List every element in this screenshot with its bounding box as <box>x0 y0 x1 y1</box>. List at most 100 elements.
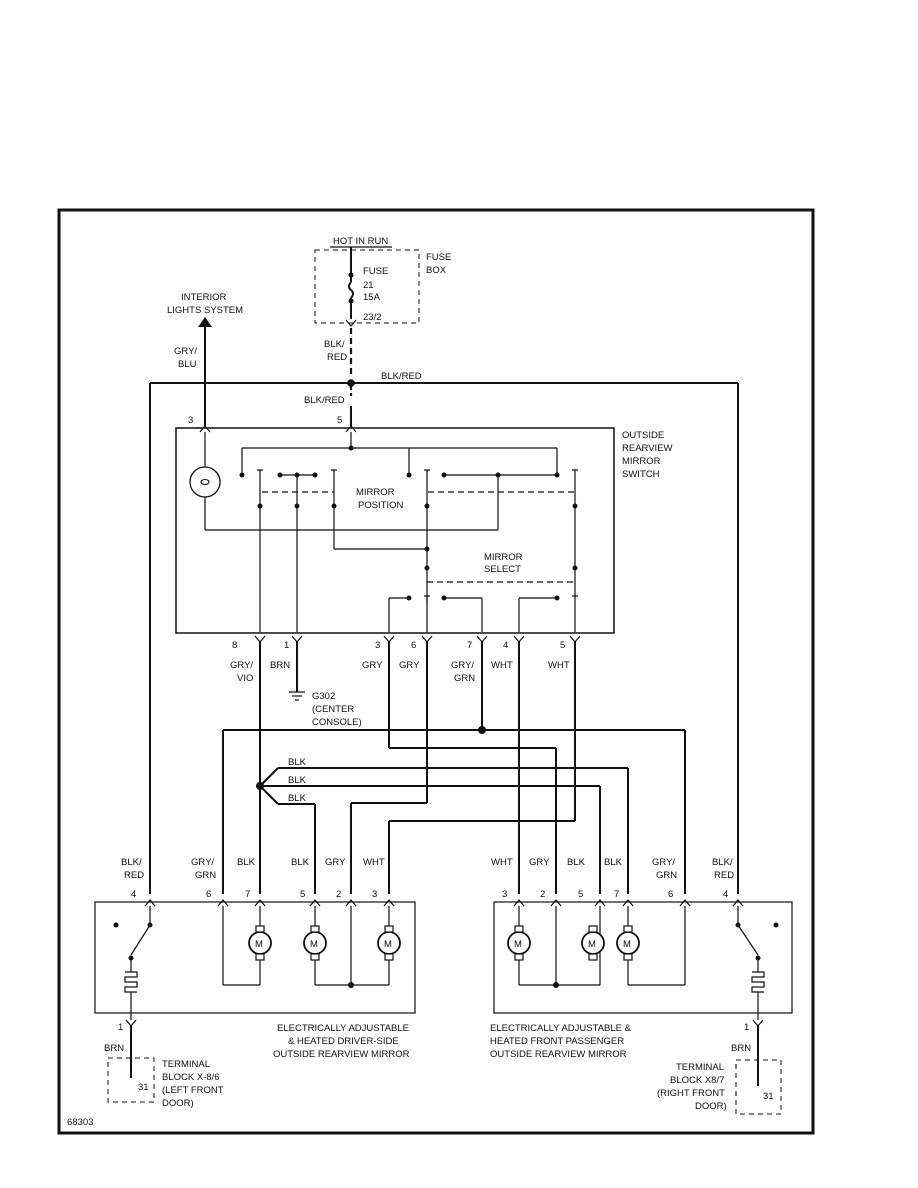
rm-wire-gry-grn: GRY/ <box>652 857 675 868</box>
switch-pin-3b: 3 <box>375 640 380 651</box>
left-mirror-label-2: & HEATED DRIVER-SIDE <box>288 1036 399 1047</box>
switch-pin-4: 4 <box>503 640 508 651</box>
rm-pin-3: 3 <box>502 889 507 900</box>
wire-label-brn: BRN <box>270 660 290 671</box>
mirror-position-label-2: POSITION <box>358 500 404 511</box>
lm-wire-gry-grn: GRY/ <box>191 857 214 868</box>
right-mirror-label-3: OUTSIDE REARVIEW MIRROR <box>490 1049 627 1060</box>
wire-label-wht-a: WHT <box>491 660 513 671</box>
wire-label-blk-1: BLK <box>288 757 307 768</box>
hot-in-run-label: HOT IN RUN <box>333 236 388 247</box>
harness-wires: BLK BLK BLK <box>149 383 739 894</box>
fuse-box-title-2: BOX <box>426 265 447 276</box>
motor-label: M <box>623 939 631 950</box>
ground-location-2: CONSOLE) <box>312 717 362 728</box>
left-terminal-label-2: BLOCK X-8/6 <box>162 1072 220 1083</box>
lm-wire-gry-grn-2: GRN <box>195 870 216 881</box>
fuse-number: 21 <box>363 280 374 291</box>
rm-wire-blk-b: BLK <box>604 857 623 868</box>
mirror-select-label-2: SELECT <box>484 564 521 575</box>
left-mirror: BLK/ RED GRY/ GRN BLK BLK GRY WHT 4 6 7 … <box>94 857 416 1109</box>
left-terminal-label-3: (LEFT FRONT <box>162 1085 224 1096</box>
fuse-box-pin: 23/2 <box>363 312 382 323</box>
fuse-box-outline <box>314 249 420 324</box>
motor-label: M <box>255 939 263 950</box>
right-mirror-label: ELECTRICALLY ADJUSTABLE & <box>490 1023 632 1034</box>
rm-wire-blk-red-2: RED <box>714 870 734 881</box>
switch-title-4: SWITCH <box>622 469 660 480</box>
left-terminal-label-4: DOOR) <box>162 1098 194 1109</box>
rm-ground-pin: 1 <box>744 1022 749 1033</box>
switch-pin-5b: 5 <box>560 640 565 651</box>
wire-label-blk-2: BLK <box>288 775 307 786</box>
right-mirror: WHT GRY BLK BLK GRY/ GRN BLK/ RED 3 2 5 … <box>490 857 793 1115</box>
switch-bottom-pins: 8 1 3 6 7 4 5 <box>232 635 581 651</box>
motor-icon: M <box>616 925 640 961</box>
rm-wire-blk-red: BLK/ <box>712 857 733 868</box>
wire-label-gry-blu: GRY/ <box>174 346 197 357</box>
switch-pin-7: 7 <box>467 640 472 651</box>
switch-pin-1: 1 <box>284 640 289 651</box>
ground-id: G302 <box>312 691 335 702</box>
lm-pin-6: 6 <box>206 889 211 900</box>
left-mirror-box <box>94 901 416 1014</box>
lm-ground-wire: BRN <box>104 1043 124 1054</box>
mirror-switch-box <box>175 427 615 634</box>
lm-pin-7: 7 <box>245 889 250 900</box>
ground-location: (CENTER <box>312 704 354 715</box>
motor-icon: M <box>303 925 327 961</box>
rm-wire-wht: WHT <box>491 857 513 868</box>
wire-label-gry-grn-2: GRN <box>454 673 475 684</box>
fuse-symbol <box>348 281 354 299</box>
right-mirror-box <box>493 901 793 1014</box>
motor-icon: M <box>377 925 401 961</box>
lm-wire-blk-red-2: RED <box>124 870 144 881</box>
wire-label-gry-vio: GRY/ <box>230 660 253 671</box>
wire-label-gry-grn: GRY/ <box>451 660 474 671</box>
right-terminal-label: TERMINAL <box>676 1062 724 1073</box>
lm-wire-blk-red: BLK/ <box>121 857 142 868</box>
right-terminal-block <box>735 1059 782 1115</box>
lm-wire-gry: GRY <box>325 857 346 868</box>
switch-internals: MIRROR POSITION MIRROR SELECT <box>189 432 578 632</box>
switch-pin-3: 3 <box>188 415 193 426</box>
figure-id: 68303 <box>67 1117 93 1128</box>
lm-wire-blk-b: BLK <box>291 857 310 868</box>
wire-label-gry-b: GRY <box>399 660 420 671</box>
left-terminal-label: TERMINAL <box>162 1059 210 1070</box>
rm-pin-6: 6 <box>668 889 673 900</box>
wire-label-blk-red-2: RED <box>327 352 347 363</box>
switch-title-3: MIRROR <box>622 456 661 467</box>
mirror-select-label: MIRROR <box>484 552 523 563</box>
rm-ground-wire: BRN <box>731 1043 751 1054</box>
wire-label-wht-b: WHT <box>548 660 570 671</box>
rm-wire-gry-grn-2: GRN <box>656 870 677 881</box>
motor-label: M <box>588 939 596 950</box>
lamp-icon <box>189 466 221 498</box>
fuse-box: HOT IN RUN FUSE BOX FUSE 21 15A 23/2 <box>314 236 451 327</box>
lm-pin-4: 4 <box>131 889 136 900</box>
wire-label-blk-3: BLK <box>288 793 307 804</box>
arrow-up-icon <box>198 317 212 327</box>
lm-pin-2: 2 <box>336 889 341 900</box>
wire-label-blk-red-switch: BLK/RED <box>304 395 345 406</box>
wire-label-blk-red-bus: BLK/RED <box>381 371 422 382</box>
lm-pin-3: 3 <box>372 889 377 900</box>
motor-label: M <box>310 939 318 950</box>
heater-element-icon <box>751 971 765 993</box>
motor-label: M <box>514 939 522 950</box>
rm-pin-2: 2 <box>540 889 545 900</box>
lm-pin-5: 5 <box>300 889 305 900</box>
switch-title: OUTSIDE <box>622 430 664 441</box>
rm-wire-blk-a: BLK <box>567 857 586 868</box>
left-terminal-pin: 31 <box>138 1082 149 1093</box>
right-terminal-label-3: (RIGHT FRONT <box>657 1088 725 1099</box>
fuse-label: FUSE <box>363 266 388 277</box>
wire-label-gry-vio-2: VIO <box>237 673 253 684</box>
rm-wire-gry: GRY <box>529 857 550 868</box>
motor-label: M <box>384 939 392 950</box>
rm-pin-4: 4 <box>723 889 728 900</box>
wire-label-blk-red: BLK/ <box>324 339 345 350</box>
motor-icon: M <box>581 925 605 961</box>
